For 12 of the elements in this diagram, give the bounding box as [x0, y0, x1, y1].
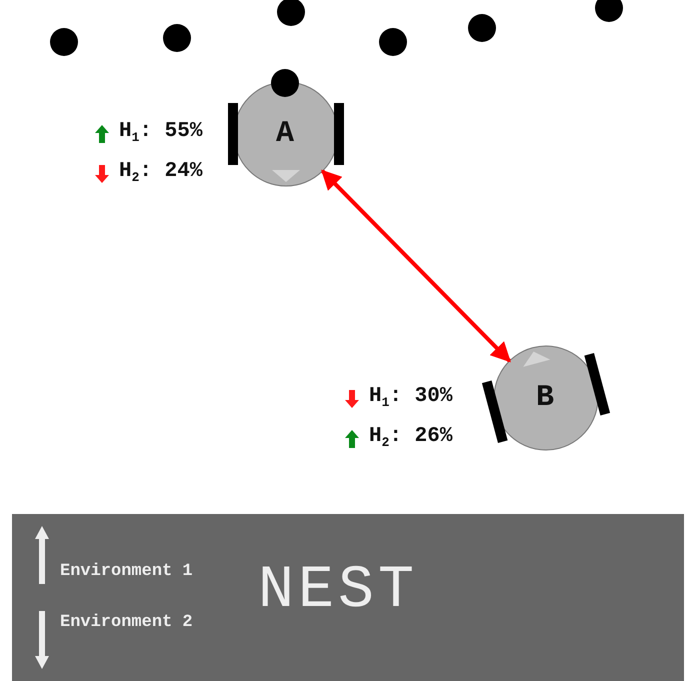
stat-text: H$_{1}$: 30% — [369, 385, 452, 412]
stat-text: H$_{1}$: 55% — [119, 120, 202, 148]
stat-text: H$_{2}$: 24% — [119, 160, 202, 188]
robot-label: A — [276, 116, 294, 152]
nest-title: NEST — [258, 558, 418, 624]
environment-label: Environment 1 — [60, 562, 193, 582]
stat-text: H$_{2}$: 26% — [369, 425, 452, 452]
double-arrow — [321, 170, 511, 362]
nest-area — [12, 514, 684, 681]
robot-label: B — [536, 380, 554, 416]
robot — [226, 80, 346, 188]
environment-label: Environment 2 — [60, 613, 193, 633]
